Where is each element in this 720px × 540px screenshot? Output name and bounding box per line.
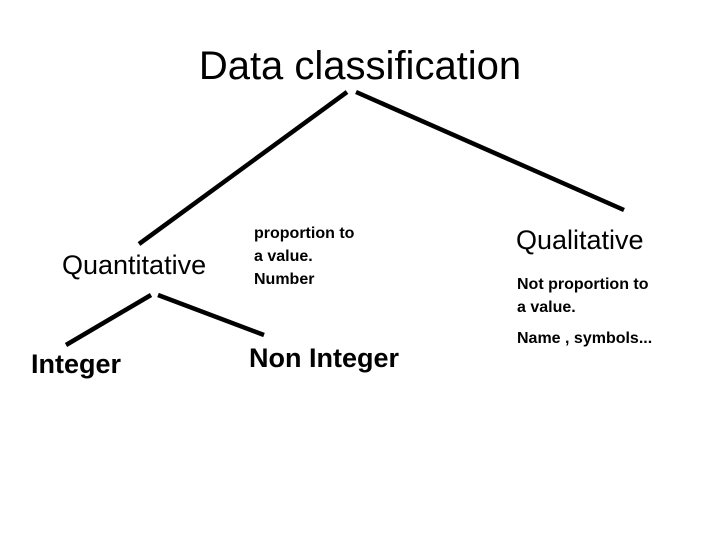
node-qualitative: Qualitative (516, 225, 644, 255)
quantitative-note-line: a value. (254, 248, 313, 265)
node-non-integer: Non Integer (249, 343, 400, 373)
quantitative-note-line: proportion to (254, 225, 355, 242)
node-integer: Integer (31, 349, 122, 379)
qualitative-note-examples: Name , symbols... (517, 330, 653, 347)
edge-quantitative-to-non-integer (157, 292, 265, 338)
quantitative-note: proportion to a value. Number (254, 222, 394, 291)
qualitative-note-line: Not proportion to (517, 276, 649, 293)
node-quantitative: Quantitative (62, 250, 207, 280)
edge-quantitative-to-integer (64, 293, 153, 347)
edge-root-to-qualitative (355, 89, 625, 213)
edge-root-to-quantitative (137, 90, 349, 246)
quantitative-note-line: Number (254, 271, 315, 288)
qualitative-note-line: a value. (517, 299, 576, 316)
qualitative-note-definition: Not proportion to a value. (517, 273, 702, 319)
qualitative-note: Not proportion to a value. Name , symbol… (517, 273, 702, 350)
diagram-title: Data classification (198, 44, 522, 88)
